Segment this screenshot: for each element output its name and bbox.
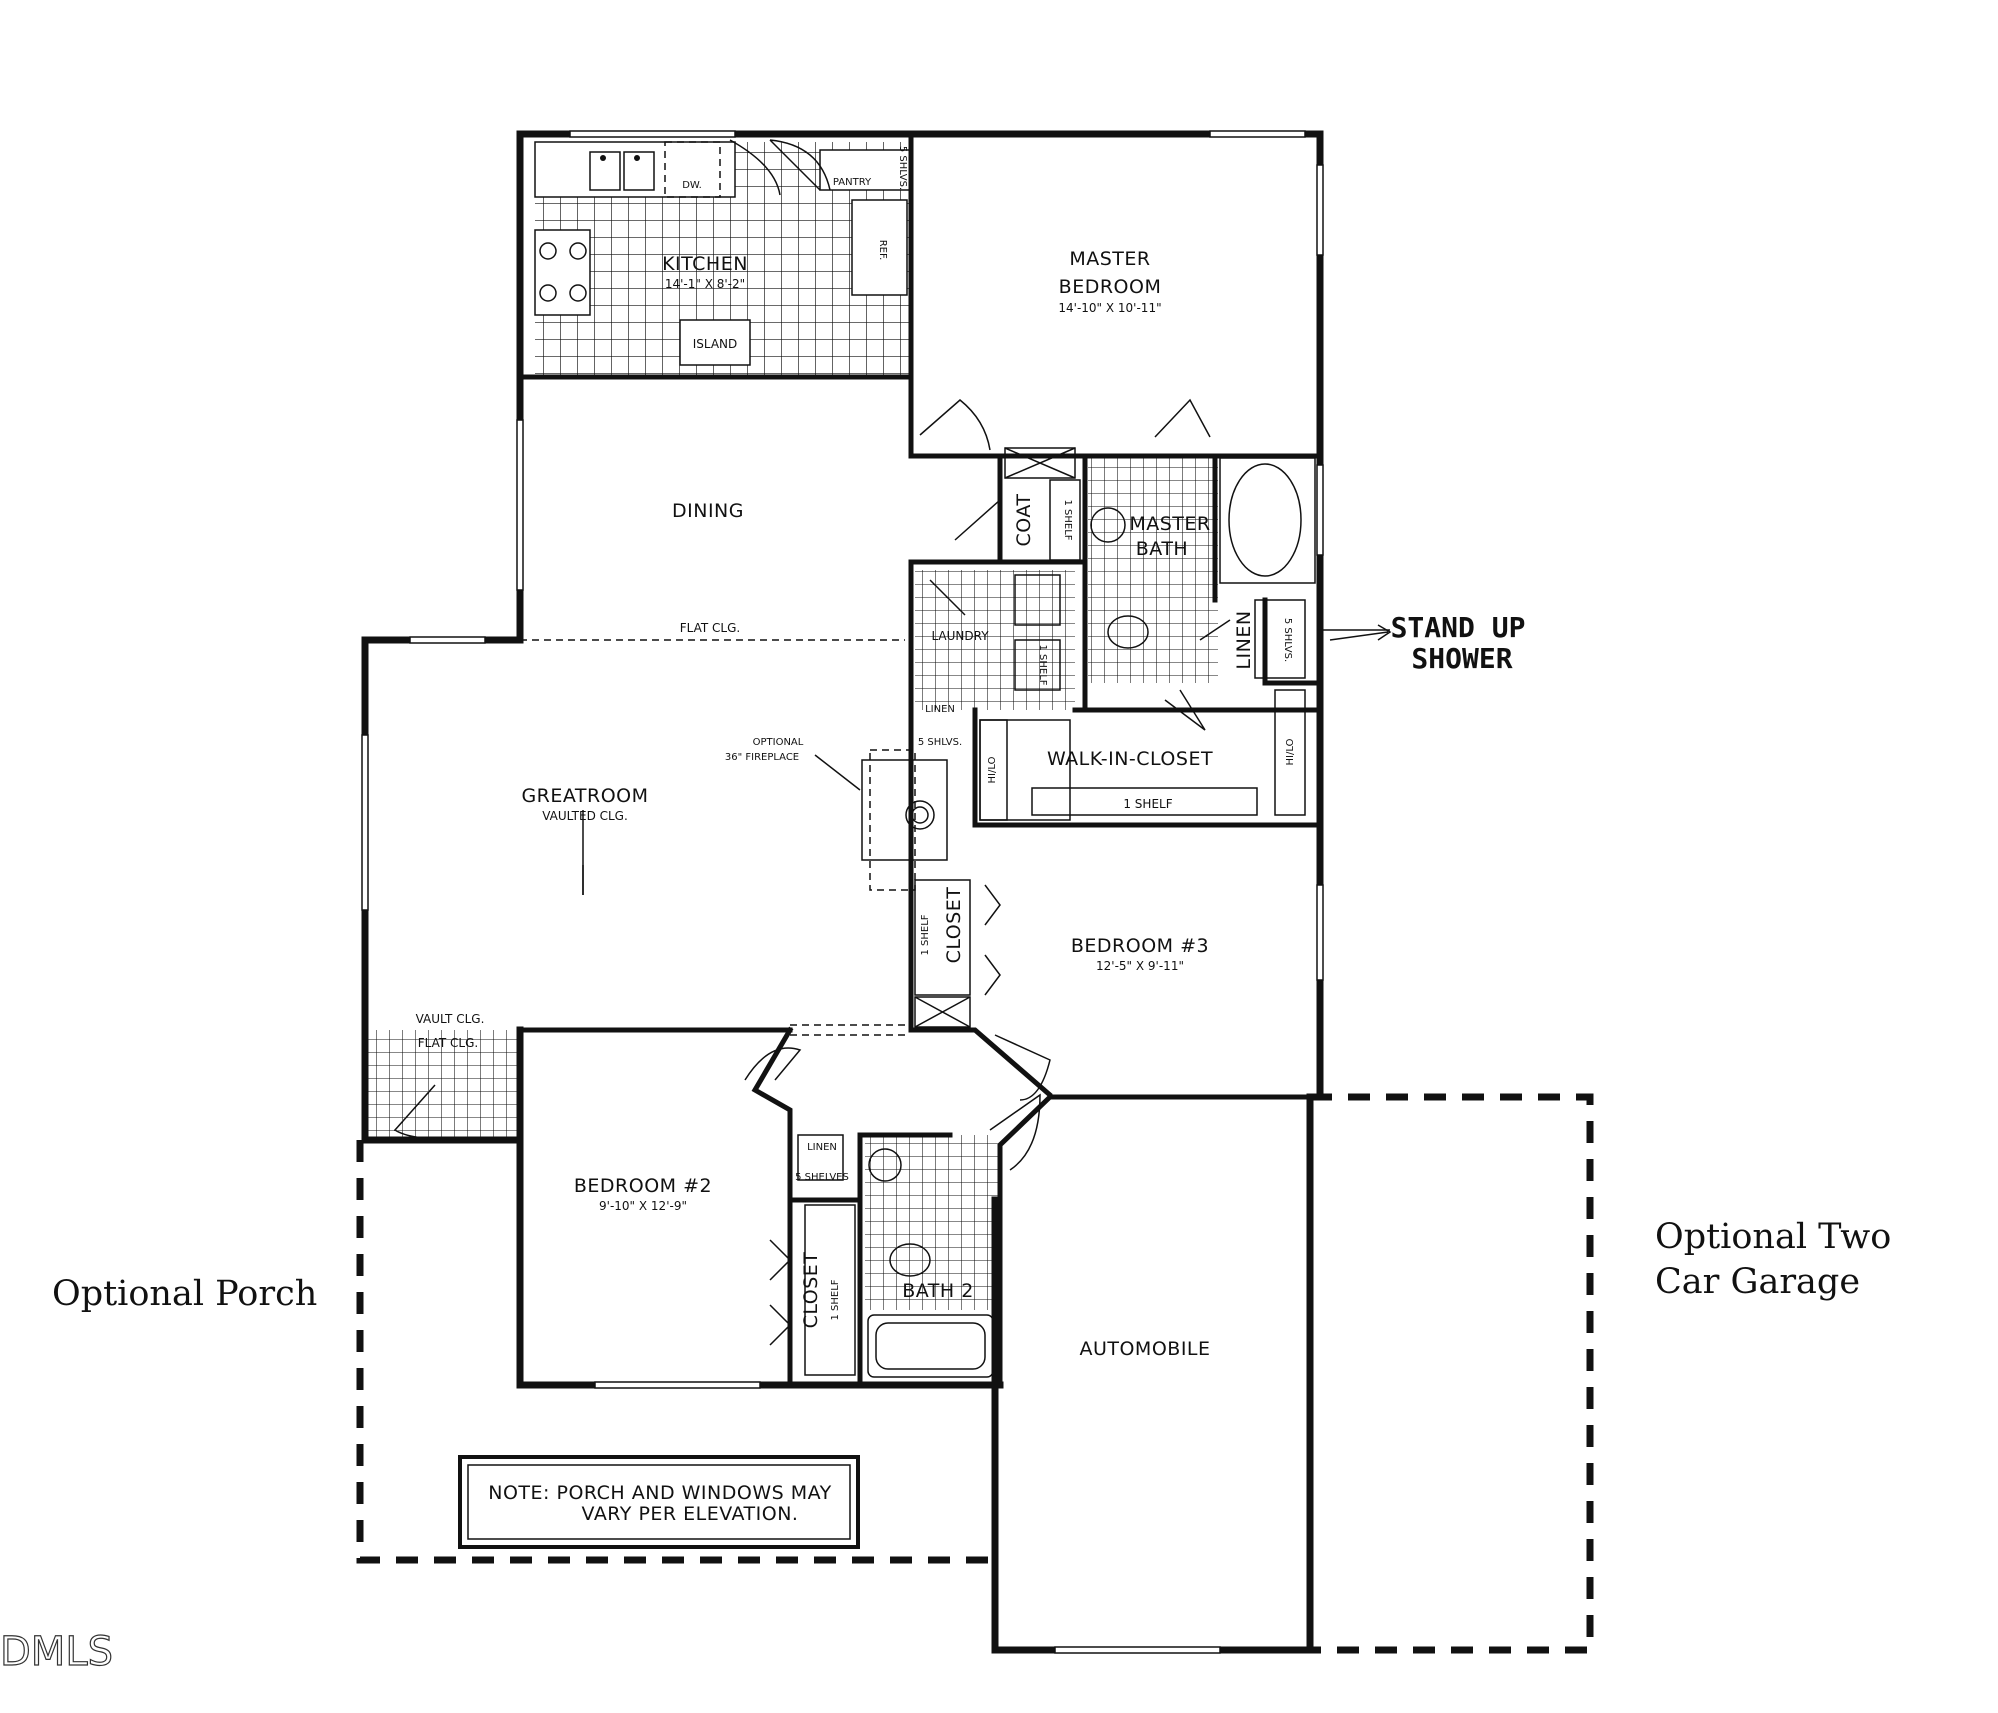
bedroom2-size: 9'-10" X 12'-9" <box>599 1199 687 1213</box>
pantry-shelves: 5 SHLVS. <box>897 146 908 190</box>
closet-b3-label: CLOSET <box>943 887 965 964</box>
fireplace-label-2: 36" FIREPLACE <box>725 752 799 763</box>
master-bedroom-size: 14'-10" X 10'-11" <box>1058 301 1161 315</box>
flat-ceiling-porch-label: FLAT CLG. <box>418 1036 478 1050</box>
laundry-label: LAUNDRY <box>931 629 989 643</box>
greatroom-label: GREATROOM <box>521 785 648 807</box>
bath2-label: BATH 2 <box>902 1280 974 1302</box>
vault-ceiling-label: VAULT CLG. <box>416 1012 485 1026</box>
linen-hall-shelves: 5 SHLVS. <box>918 737 962 748</box>
master-bath-label-2: BATH <box>1136 538 1188 560</box>
automobile-label: AUTOMOBILE <box>1079 1338 1210 1360</box>
walk-in-hilo-right: HI/LO <box>1285 738 1296 765</box>
master-bath-label-1: MASTER <box>1129 513 1210 535</box>
flat-ceiling-label: FLAT CLG. <box>680 621 740 635</box>
kitchen-size: 14'-1" X 8'-2" <box>665 277 745 291</box>
linen-master-shelves: 5 SHLVS. <box>1282 618 1293 662</box>
closet-b2-shelf: 1 SHELF <box>830 1279 841 1320</box>
optional-garage-outline <box>1310 1093 1594 1654</box>
laundry-shelf: 1 SHELF <box>1037 644 1048 685</box>
fireplace-label-1: OPTIONAL <box>753 737 804 748</box>
bedroom3-label: BEDROOM #3 <box>1071 935 1209 957</box>
optional-garage-label-2: Car Garage <box>1655 1262 1860 1302</box>
island-label: ISLAND <box>693 337 738 351</box>
dmls-watermark: DMLS <box>0 1629 113 1675</box>
bedroom2-label: BEDROOM #2 <box>574 1175 712 1197</box>
walk-in-closet-shelf: 1 SHELF <box>1123 797 1172 811</box>
optional-porch-label: Optional Porch <box>52 1274 317 1314</box>
closet-b3-shelf: 1 SHELF <box>920 914 931 955</box>
bath2-tile-floor <box>865 1135 1000 1310</box>
stand-up-shower-line1: STAND UP <box>1391 611 1526 644</box>
linen-master-label: LINEN <box>1233 610 1255 669</box>
coat-shelf: 1 SHELF <box>1062 499 1073 540</box>
linen-bath2-shelves: 5 SHELVES <box>795 1172 849 1183</box>
optional-porch-outline <box>356 1140 995 1564</box>
coat-label: COAT <box>1013 493 1035 546</box>
linen-bath2-label: LINEN <box>807 1142 837 1153</box>
note-line2: VARY PER ELEVATION. <box>582 1503 799 1525</box>
master-bedroom-label-2: BEDROOM <box>1059 276 1162 298</box>
pantry-label: PANTRY <box>833 177 872 188</box>
walk-in-closet-label: WALK-IN-CLOSET <box>1047 748 1213 770</box>
master-bedroom-label-1: MASTER <box>1069 248 1150 270</box>
fridge-label: REF. <box>877 240 888 261</box>
note-line1: NOTE: PORCH AND WINDOWS MAY <box>488 1482 831 1504</box>
closet-b2-label: CLOSET <box>800 1252 822 1329</box>
windows <box>361 130 1324 1654</box>
kitchen-fixtures <box>534 139 911 366</box>
interior-walls <box>517 131 1323 1388</box>
greatroom-ceiling: VAULTED CLG. <box>542 809 628 823</box>
stand-up-shower-line2: SHOWER <box>1411 642 1512 675</box>
misc-fixtures <box>520 447 1392 1378</box>
kitchen-label: KITCHEN <box>662 253 748 275</box>
optional-garage-label-1: Optional Two <box>1655 1217 1891 1257</box>
master-bath-tile-floor <box>1088 458 1218 683</box>
dining-label: DINING <box>672 500 744 522</box>
bedroom3-size: 12'-5" X 9'-11" <box>1096 959 1184 973</box>
linen-hall-label: LINEN <box>925 704 955 715</box>
walk-in-hilo-left: HI/LO <box>987 756 998 783</box>
porch-corner-tile-floor <box>365 1030 520 1140</box>
dishwasher-label: DW. <box>682 180 702 191</box>
door-swings <box>393 139 1231 1346</box>
elevation-note-box: NOTE: PORCH AND WINDOWS MAY VARY PER ELE… <box>458 1455 860 1549</box>
